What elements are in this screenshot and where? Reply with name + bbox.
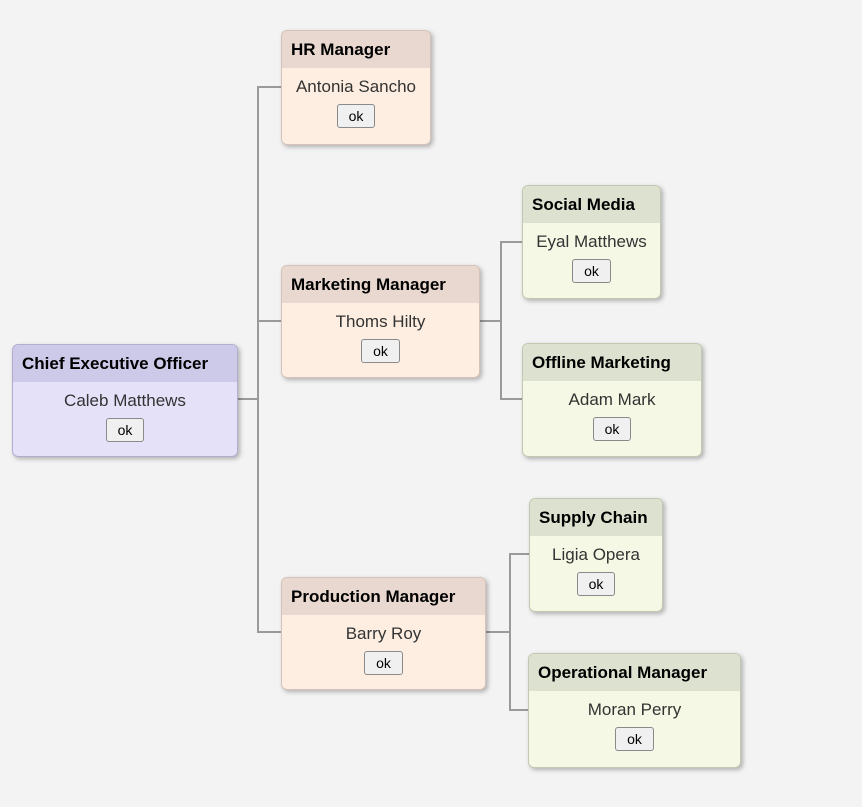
org-node-marketing-manager: Marketing Manager Thoms Hilty ok xyxy=(281,265,480,378)
node-body: Barry Roy ok xyxy=(282,615,485,689)
org-node-offline-marketing: Offline Marketing Adam Mark ok xyxy=(522,343,702,457)
org-node-supply-chain: Supply Chain Ligia Opera ok xyxy=(529,498,663,612)
node-person-name: Moran Perry xyxy=(587,700,682,719)
connector-line xyxy=(509,709,528,711)
node-title: Operational Manager xyxy=(529,654,740,691)
org-node-social-media: Social Media Eyal Matthews ok xyxy=(522,185,661,299)
connector-line xyxy=(509,553,511,711)
ok-button[interactable]: ok xyxy=(572,259,611,283)
node-title: Chief Executive Officer xyxy=(13,345,237,382)
connector-line xyxy=(500,398,522,400)
connector-line xyxy=(486,631,510,633)
node-title: Social Media xyxy=(523,186,660,223)
node-body: Ligia Opera ok xyxy=(530,536,662,611)
org-node-chief-executive-officer: Chief Executive Officer Caleb Matthews o… xyxy=(12,344,238,457)
connector-line xyxy=(500,241,502,400)
node-title: Supply Chain xyxy=(530,499,662,536)
node-person-name: Barry Roy xyxy=(345,624,422,643)
node-body: Adam Mark ok xyxy=(523,381,701,456)
connector-line xyxy=(257,631,281,633)
node-body: Eyal Matthews ok xyxy=(523,223,660,298)
connector-line xyxy=(257,320,281,322)
node-person-name: Adam Mark xyxy=(568,390,656,409)
connector-line xyxy=(257,86,281,88)
ok-button[interactable]: ok xyxy=(576,572,616,596)
node-body: Caleb Matthews ok xyxy=(13,382,237,456)
node-person-name: Thoms Hilty xyxy=(335,312,426,331)
ok-button[interactable]: ok xyxy=(361,339,400,363)
connector-line xyxy=(238,398,258,400)
node-title: Offline Marketing xyxy=(523,344,701,381)
org-node-operational-manager: Operational Manager Moran Perry ok xyxy=(528,653,741,768)
node-title: Production Manager xyxy=(282,578,485,615)
org-node-production-manager: Production Manager Barry Roy ok xyxy=(281,577,486,690)
ok-button[interactable]: ok xyxy=(105,418,145,442)
node-body: Thoms Hilty ok xyxy=(282,303,479,377)
node-title: Marketing Manager xyxy=(282,266,479,303)
org-node-hr-manager: HR Manager Antonia Sancho ok xyxy=(281,30,431,145)
ok-button[interactable]: ok xyxy=(615,727,654,751)
node-person-name: Ligia Opera xyxy=(552,545,640,564)
connector-line xyxy=(500,241,522,243)
node-body: Antonia Sancho ok xyxy=(282,68,430,144)
ok-button[interactable]: ok xyxy=(336,104,376,128)
node-person-name: Caleb Matthews xyxy=(64,391,186,410)
node-title: HR Manager xyxy=(282,31,430,68)
node-body: Moran Perry ok xyxy=(529,691,740,767)
connector-line xyxy=(509,553,529,555)
ok-button[interactable]: ok xyxy=(592,417,632,441)
connector-line xyxy=(257,86,259,633)
node-person-name: Antonia Sancho xyxy=(295,77,417,96)
connector-line xyxy=(480,320,501,322)
ok-button[interactable]: ok xyxy=(364,651,403,675)
node-person-name: Eyal Matthews xyxy=(536,232,647,251)
